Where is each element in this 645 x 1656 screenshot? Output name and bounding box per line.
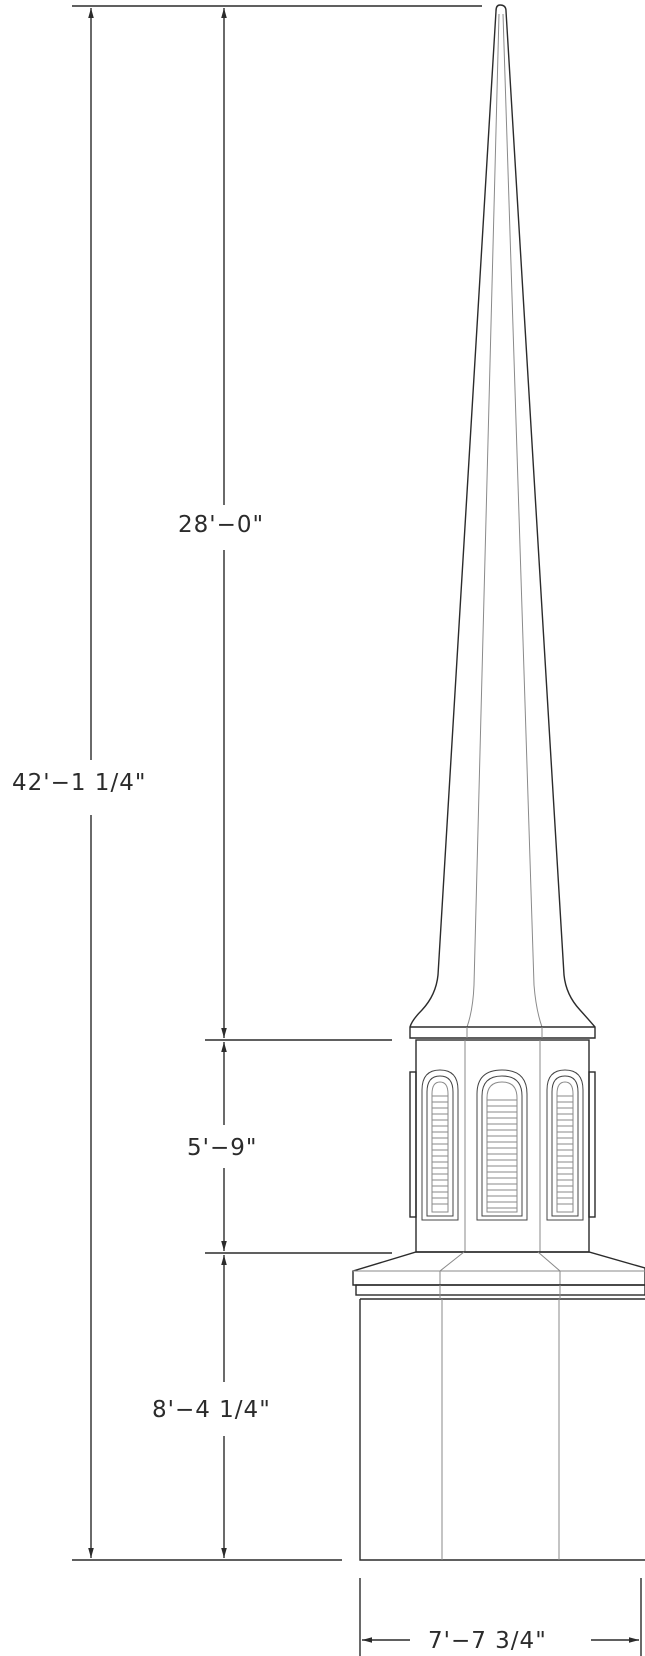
overall-height-label: 42'−1 1/4" <box>12 770 146 796</box>
spire <box>409 4 596 1039</box>
louver-window-center <box>476 1069 528 1221</box>
louver-window-right <box>546 1069 584 1221</box>
louver-window-left <box>421 1069 459 1221</box>
base-height-label: 8'−4 1/4" <box>152 1397 271 1423</box>
belfry <box>409 1039 596 1253</box>
base-width-label: 7'−7 3/4" <box>428 1628 547 1654</box>
steeple-base <box>352 1251 645 1561</box>
belfry-height-label: 5'−9" <box>187 1135 257 1161</box>
spire-height-label: 28'−0" <box>178 512 264 538</box>
extension-lines <box>72 5 642 1656</box>
